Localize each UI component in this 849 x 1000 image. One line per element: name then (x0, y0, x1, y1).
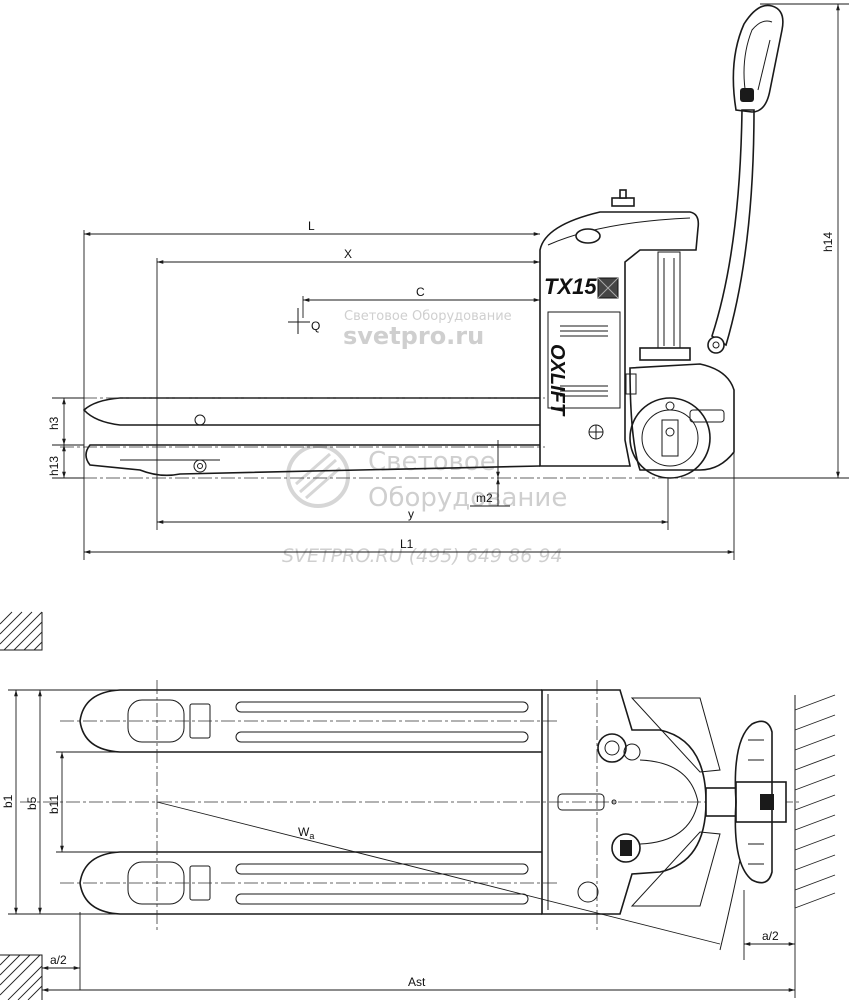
dim-X-label: X (344, 247, 352, 261)
load-center-mark (288, 308, 310, 334)
top-tiller-grip (734, 720, 773, 884)
watermark: Световое Оборудование svetpro.ru Светово… (282, 309, 567, 567)
watermark-logo (286, 444, 350, 508)
dim-Q-label: Q (311, 319, 320, 333)
tiller-arm (711, 109, 755, 347)
top-fork-upper (79, 689, 542, 753)
watermark-text-2: svetpro.ru (343, 322, 484, 350)
drive-unit (629, 363, 735, 471)
dim-b1-label: b1 (1, 794, 15, 808)
lift-cylinder (657, 251, 681, 353)
side-fork-lower (85, 444, 541, 477)
dim-h14-label: h14 (821, 232, 835, 252)
dim-h13-label: h13 (47, 456, 61, 476)
watermark-text-4: Оборудование (368, 483, 567, 513)
top-tiller-joint (705, 787, 737, 817)
dim-Wa (156, 801, 721, 945)
watermark-text-5: SVETPRO.RU (495) 649 86 94 (282, 545, 563, 567)
wall-hatch-right (794, 694, 836, 909)
dim-Wa-label: Wa (298, 825, 314, 841)
chassis-body (539, 211, 700, 467)
dim-L1-label: L1 (400, 537, 414, 551)
top-fork-lower (79, 851, 542, 915)
side-caster (625, 373, 637, 395)
drive-wheel (629, 397, 711, 479)
dim-a-half-left-label: a/2 (50, 953, 67, 967)
dim-L-label: L (308, 219, 315, 233)
dim-y-label: y (408, 507, 414, 521)
top-plug (577, 881, 599, 903)
top-view: Wa b1 b5 b11 a/2 a/2 Ast (0, 611, 836, 1000)
dim-m2-label: m2 (476, 491, 493, 505)
tiller-head (732, 4, 784, 113)
fork-roller-upper (194, 414, 206, 426)
side-fork-upper (82, 397, 540, 426)
top-handle-slot (557, 793, 605, 811)
watermark-text-1: Световое Оборудование (344, 309, 512, 324)
dim-b5-label: b5 (25, 796, 39, 810)
model-label: TX15 (544, 274, 597, 299)
wall-hatch-bottom-left (0, 954, 43, 1000)
dim-Ast-label: Ast (408, 975, 426, 989)
watermark-text-3: Световое (368, 447, 496, 477)
emergency-button (611, 197, 635, 207)
wall-hatch-top-left (0, 611, 43, 651)
tiller-pivot (707, 336, 725, 354)
dim-h3-label: h3 (47, 416, 61, 430)
brand-label: OXLIFT (546, 344, 568, 417)
top-key-switch (597, 733, 627, 763)
key-switch (575, 228, 601, 244)
dim-b11-label: b11 (47, 795, 61, 814)
dim-a-half-right-label: a/2 (762, 929, 779, 943)
tiller-button (740, 88, 754, 102)
dim-C-label: C (416, 285, 425, 299)
side-panel (547, 311, 621, 409)
side-view: TX15 OXLIFT L (47, 3, 849, 560)
watermark-logo-stripes (295, 452, 341, 500)
fork-roller-lower (193, 459, 207, 473)
